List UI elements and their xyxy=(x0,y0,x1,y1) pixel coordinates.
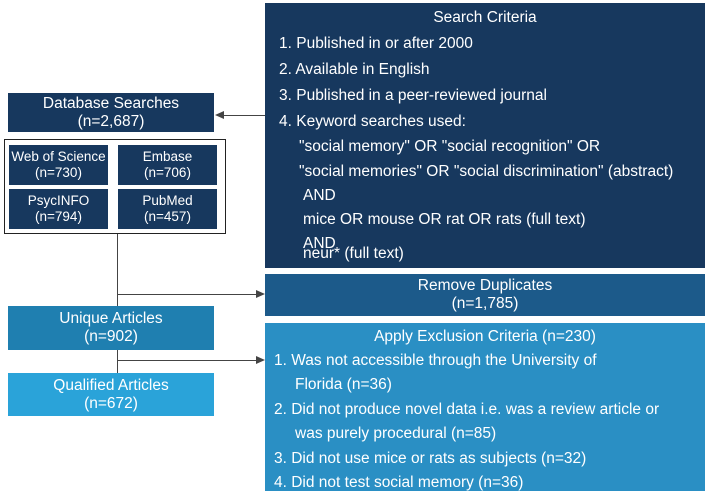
unique-articles-count: (n=902) xyxy=(84,328,138,345)
qualified-articles-count: (n=672) xyxy=(84,394,138,412)
exclusion-criteria-title: Apply Exclusion Criteria (n=230) xyxy=(374,328,596,345)
exclusion-criteria-box: Apply Exclusion Criteria (n=230) 1. Was … xyxy=(265,323,705,491)
remove-duplicates-count: (n=1,785) xyxy=(451,295,519,312)
criteria-item-3: 3. Published in a peer-reviewed journal xyxy=(279,87,547,104)
remove-duplicates-box: Remove Duplicates (n=1,785) xyxy=(265,274,705,316)
qualified-articles-box: Qualified Articles (n=672) xyxy=(8,373,214,416)
keyword-line-1: "social memory" OR "social recognition" … xyxy=(299,138,601,155)
source-pubmed: PubMed (n=457) xyxy=(118,189,217,229)
keyword-line-2: "social memories" OR "social discriminat… xyxy=(299,163,674,180)
source-count: (n=730) xyxy=(35,165,82,180)
arrowhead-to-duplicates xyxy=(256,290,265,298)
criteria-item-4: 4. Keyword searches used: xyxy=(279,113,466,130)
unique-articles-box: Unique Articles (n=902) xyxy=(8,306,214,350)
keyword-line-3: mice OR mouse OR rat OR rats (full text) xyxy=(303,211,586,228)
criteria-item-2: 2. Available in English xyxy=(279,61,430,78)
remove-duplicates-title: Remove Duplicates xyxy=(417,277,553,295)
database-searches-count: (n=2,687) xyxy=(77,112,145,130)
unique-articles-title: Unique Articles xyxy=(59,310,163,328)
connector-unique-to-qual xyxy=(117,350,118,373)
search-criteria-title: Search Criteria xyxy=(433,9,537,26)
keyword-line-4: neur* (full text) xyxy=(303,245,404,262)
source-count: (n=706) xyxy=(144,165,191,180)
database-searches-title: Database Searches xyxy=(42,94,180,112)
source-name: PsycINFO xyxy=(27,193,90,209)
exclusion-line-2: Florida (n=36) xyxy=(295,376,392,393)
search-criteria-box: Search Criteria 1. Published in or after… xyxy=(265,3,705,268)
keyword-line-and-2: AND xyxy=(303,235,336,252)
keyword-line-and-1: AND xyxy=(303,187,336,204)
exclusion-line-3: 2. Did not produce novel data i.e. was a… xyxy=(274,401,660,418)
exclusion-line-1: 1. Was not accessible through the Univer… xyxy=(274,352,597,369)
connector-to-exclusion xyxy=(117,360,258,361)
qualified-articles-title: Qualified Articles xyxy=(53,376,169,394)
connector-db-to-unique xyxy=(117,234,118,306)
exclusion-line-5: 3. Did not use mice or rats as subjects … xyxy=(274,450,587,467)
arrowhead-to-db xyxy=(215,111,224,119)
database-searches-box: Database Searches (n=2,687) xyxy=(8,93,214,132)
source-name: Web of Science xyxy=(11,149,106,165)
source-web-of-science: Web of Science (n=730) xyxy=(9,145,108,185)
source-name: Embase xyxy=(142,149,193,165)
criteria-item-1: 1. Published in or after 2000 xyxy=(279,35,473,52)
arrowhead-to-exclusion xyxy=(256,356,265,364)
database-sources-group: Web of Science (n=730) Embase (n=706) Ps… xyxy=(4,139,226,234)
connector-search-to-db xyxy=(222,115,265,116)
source-count: (n=457) xyxy=(144,209,191,224)
source-name: PubMed xyxy=(142,193,193,209)
source-psycinfo: PsycINFO (n=794) xyxy=(9,189,108,229)
exclusion-line-4: was purely procedural (n=85) xyxy=(295,425,497,442)
source-embase: Embase (n=706) xyxy=(118,145,217,185)
source-count: (n=794) xyxy=(35,209,82,224)
connector-to-duplicates xyxy=(117,294,258,295)
exclusion-line-6: 4. Did not test social memory (n=36) xyxy=(274,474,524,491)
